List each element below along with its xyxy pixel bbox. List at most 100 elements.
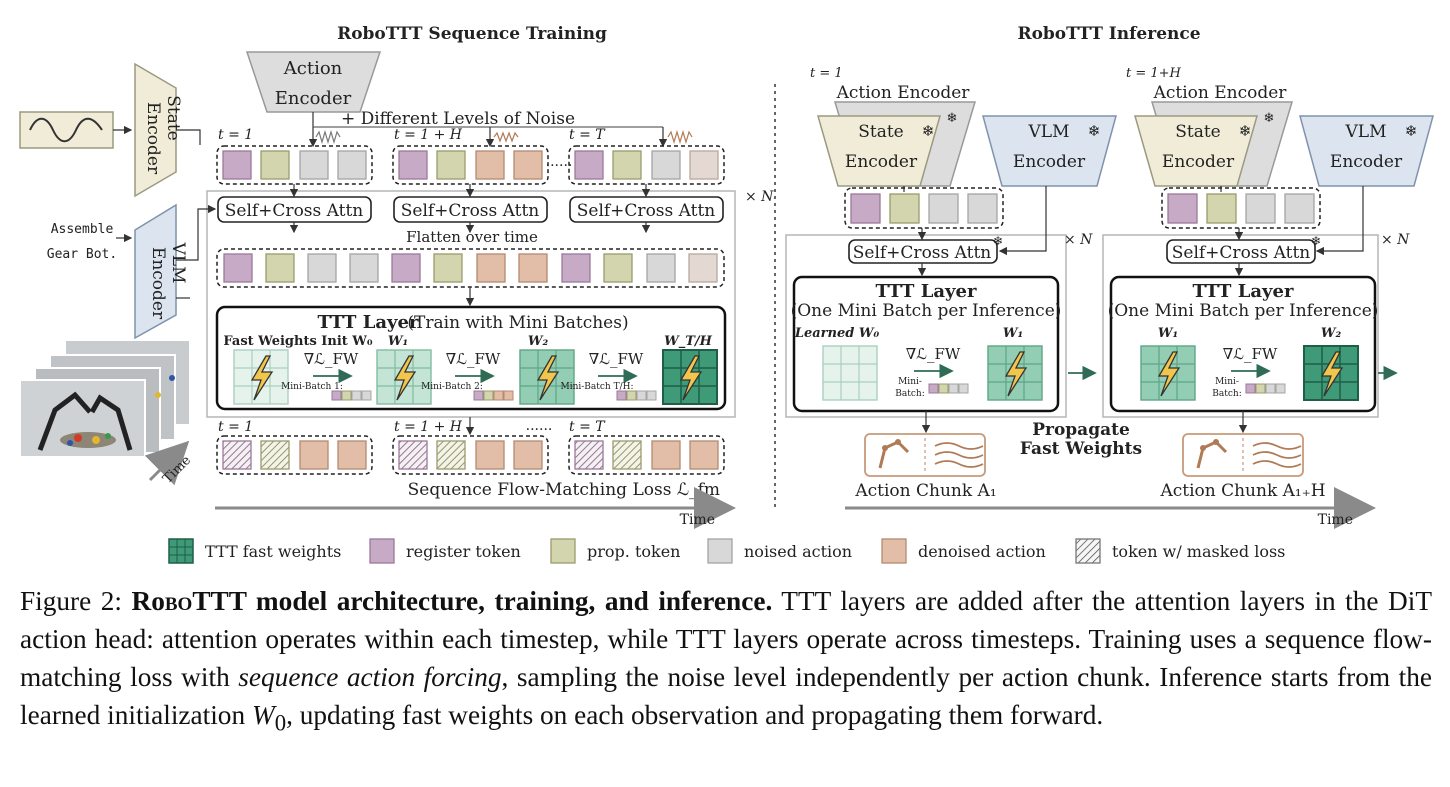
propagate-line1: Propagate [1032,420,1130,440]
svg-text:State: State [163,95,183,141]
svg-text:Encoder: Encoder [275,88,352,109]
svg-text:Action Encoder: Action Encoder [836,83,971,103]
svg-text:∇ℒ_FW: ∇ℒ_FW [304,350,359,368]
svg-text:Time: Time [1318,512,1353,528]
register-token [398,150,428,180]
self-cross-attn-3: Self+Cross Attn [569,196,724,223]
svg-text:t = 1+H: t = 1+H [1126,66,1182,81]
register-token [222,150,252,180]
svg-text:t = T: t = T [569,419,606,435]
svg-text:t = 1: t = 1 [218,419,253,435]
svg-text:Encoder: Encoder [143,102,163,175]
svg-text:∇ℒ_FW: ∇ℒ_FW [446,350,501,368]
training-title: RoboTTT Sequence Training [337,24,607,44]
svg-text:W_T/H: W_T/H [664,334,713,349]
snowflake-icon: ❄ [922,122,935,140]
snowflake-icon: ❄ [1239,122,1252,140]
robot-arm-icon [1196,440,1228,469]
denoised-action [475,150,505,180]
svg-text:Encoder: Encoder [1162,152,1235,172]
legend-item-prop-token: prop. token [550,538,680,564]
instruction-line1: Assemble [51,222,114,237]
t-label-3: t = T [569,127,606,143]
svg-text:Action Chunk A₁₊H: Action Chunk A₁₊H [1159,481,1325,501]
svg-text:VLM: VLM [1345,122,1387,142]
svg-text:W₂: W₂ [1321,326,1342,341]
svg-text:TTT fast weights: TTT fast weights [205,542,341,561]
output-token-groups [216,435,725,475]
svg-text:× N: × N [1064,232,1093,248]
svg-text:TTT Layer: TTT Layer [876,281,977,302]
noised-action [689,150,719,180]
svg-text:(Train with Mini Batches): (Train with Mini Batches) [407,313,628,333]
svg-text:∇ℒ_FW: ∇ℒ_FW [589,350,644,368]
inference-step-2: t = 1+H Action Encoder State Encoder ❄ ❄… [1102,66,1434,501]
svg-text:Self+Cross Attn: Self+Cross Attn [401,201,540,221]
svg-text:(One Mini Batch per Inference): (One Mini Batch per Inference) [1108,301,1379,321]
legend-item-register-token: register token [369,538,521,564]
ttt-layer-train: TTT Layer (Train with Mini Batches) Fast… [215,305,727,411]
bolt-icon [1157,351,1181,397]
svg-text:W₁: W₁ [388,334,408,349]
robot-arm-icon [878,440,910,469]
vlm-encoder-train: VLM Encoder [134,203,188,340]
svg-text:Batch:: Batch: [1212,389,1241,399]
action-encoder-train: Action Encoder [245,51,382,113]
register-token [574,150,604,180]
prop-token [612,150,642,180]
svg-text:(One Mini Batch per Inference): (One Mini Batch per Inference) [791,301,1062,321]
fast-weights-wth-grid [662,349,718,405]
loss-label: Sequence Flow-Matching Loss ℒ_fm [408,480,720,500]
svg-text:Learned W₀: Learned W₀ [794,326,880,341]
bolt-icon [1320,351,1344,397]
svg-text:Encoder: Encoder [845,152,918,172]
t-label-1: t = 1 [218,127,253,143]
svg-text:Batch:: Batch: [895,389,924,399]
snowflake-icon: ❄ [947,111,958,126]
svg-text:Fast Weights Init W₀: Fast Weights Init W₀ [223,334,373,349]
noise-label: + Different Levels of Noise [341,109,575,129]
svg-text:∇ℒ_FW: ∇ℒ_FW [1223,345,1278,363]
svg-text:denoised action: denoised action [918,542,1046,561]
bolt-icon [536,355,560,401]
legend-item-denoised-action: denoised action [881,538,1046,564]
legend: TTT fast weights register token prop. to… [168,538,1285,564]
self-cross-attn-1: Self+Cross Attn [217,196,372,223]
svg-text:W₂: W₂ [528,334,549,349]
svg-text:Encoder: Encoder [1013,152,1086,172]
architecture-figure: RoboTTT Sequence Training State Encoder … [19,24,1434,564]
svg-text:noised action: noised action [744,542,852,561]
svg-text:Mini-Batch 2:: Mini-Batch 2: [421,382,483,392]
svg-text:Mini-Batch T/H:: Mini-Batch T/H: [560,382,633,392]
legend-item-noised-action: noised action [707,538,852,564]
flatten-label: Flatten over time [406,228,538,246]
training-repeat-label: × N [745,189,774,205]
svg-text:register token: register token [406,542,521,561]
svg-text:TTT Layer: TTT Layer [1193,281,1294,302]
svg-text:token w/ masked loss: token w/ masked loss [1112,542,1285,561]
snowflake-icon: ❄ [993,234,1003,248]
snowflake-icon: ❄ [1088,122,1101,140]
svg-text:Time: Time [160,453,194,487]
svg-text:Mini-: Mini- [898,377,922,387]
bolt-icon [250,355,274,401]
svg-text:prop. token: prop. token [587,542,680,561]
svg-text:Encoder: Encoder [1330,152,1403,172]
snowflake-icon: ❄ [1311,234,1321,248]
svg-text:Self+Cross Attn: Self+Cross Attn [853,243,992,263]
svg-text:× N: × N [1381,232,1410,248]
noised-action [299,150,329,180]
svg-text:W₁: W₁ [1003,326,1023,341]
noised-action [651,150,681,180]
svg-text:t = 1 + H: t = 1 + H [394,419,463,435]
svg-text:Self+Cross Attn: Self+Cross Attn [577,201,716,221]
svg-text:VLM: VLM [1028,122,1070,142]
instruction-line2: Gear Bot. [47,247,117,262]
prop-token [436,150,466,180]
bolt-icon [679,355,703,401]
svg-text:Self+Cross Attn: Self+Cross Attn [1172,243,1311,263]
input-token-groups: ...... [216,145,725,185]
svg-text:Encoder: Encoder [148,247,168,320]
state-signal [19,111,133,149]
robot-photos: Time [19,339,194,487]
